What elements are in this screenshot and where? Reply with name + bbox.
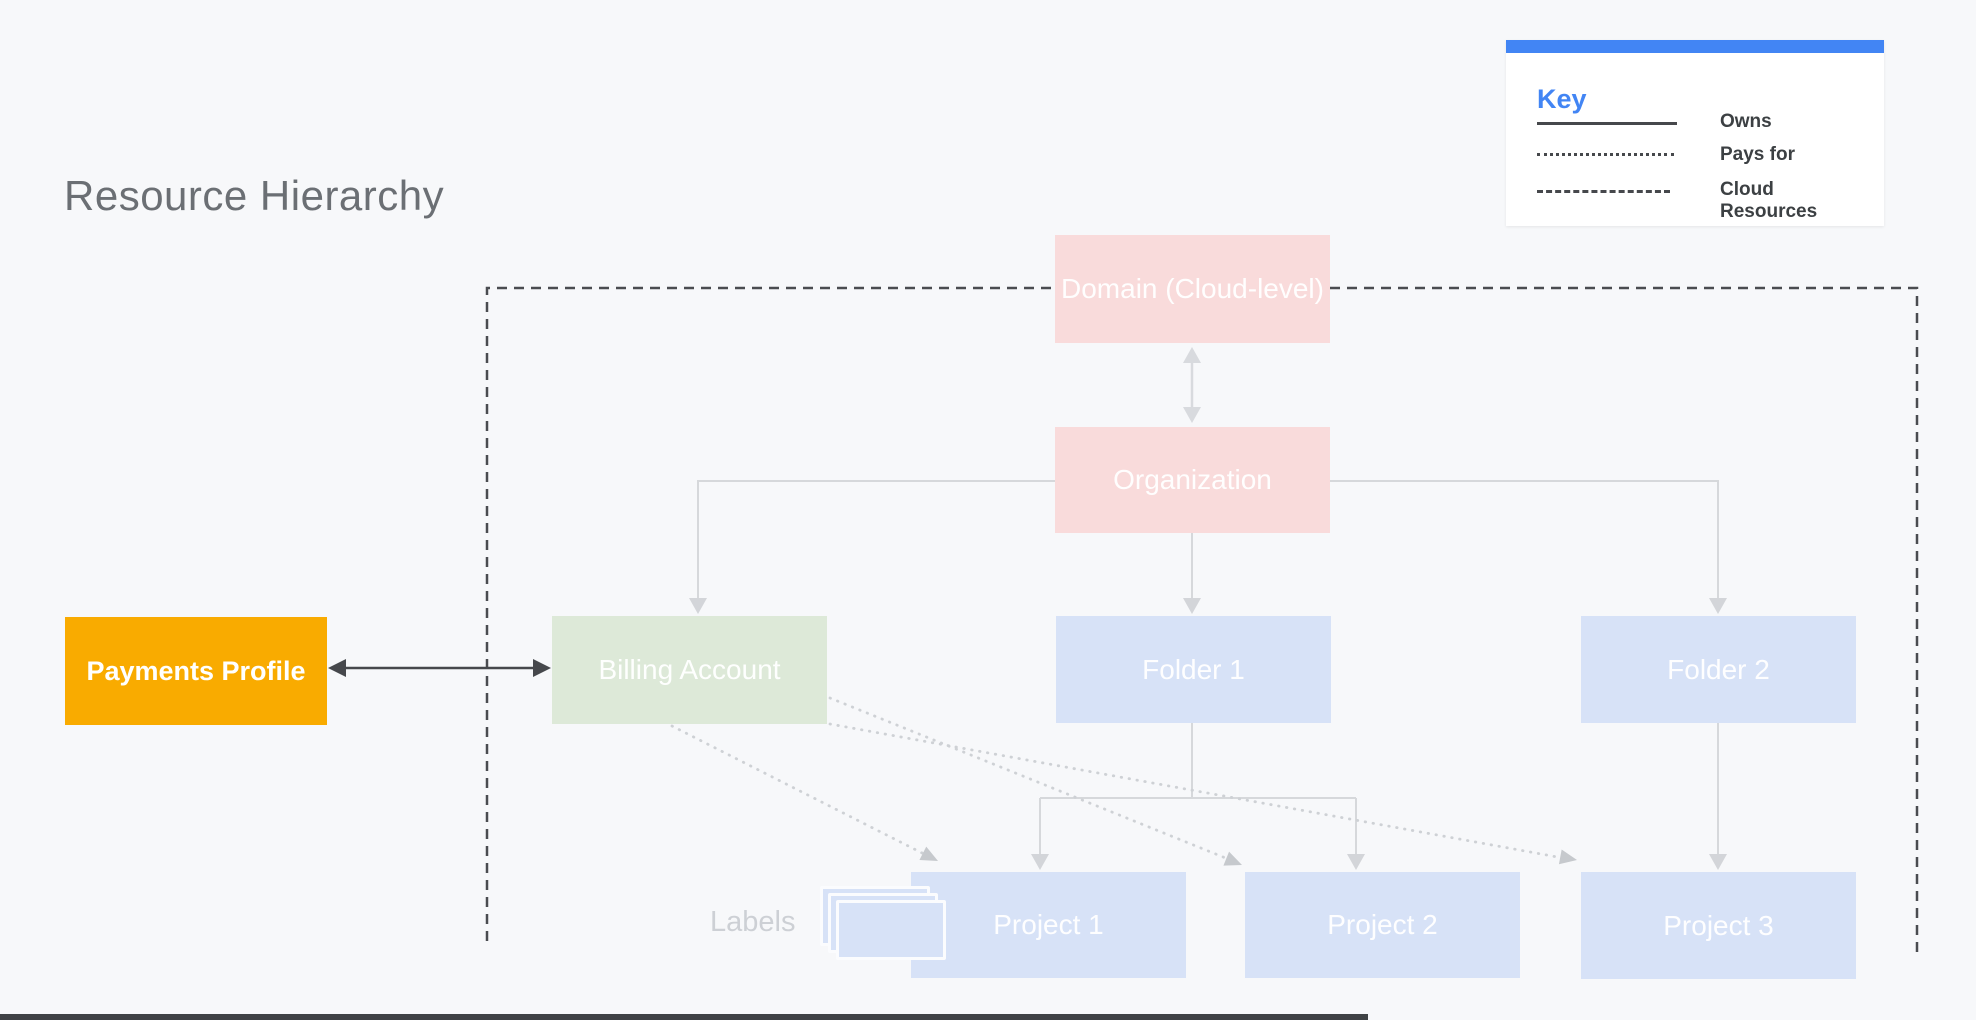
billing-account-node: Billing Account [552, 616, 827, 724]
legend-heading: Key [1537, 84, 1587, 114]
arrowhead-billing [689, 598, 707, 614]
arrowhead-project3 [1709, 854, 1727, 870]
pays-for-dotted-project1 [670, 724, 926, 856]
owns-connector-folder1-split [1039, 723, 1357, 856]
arrowhead-folder2 [1709, 598, 1727, 614]
dotted-arrowhead-project1 [919, 846, 938, 861]
legend-label-cloud-resources: Cloud Resources [1720, 179, 1818, 222]
cloud-resources-line-sample [1537, 190, 1670, 193]
organization-node: Organization [1055, 427, 1330, 533]
project2-node: Project 2 [1245, 872, 1520, 978]
domain-node: Domain (Cloud-level) [1055, 235, 1330, 343]
folder2-node: Folder 2 [1581, 616, 1856, 723]
legend-panel: Key Owns Pays for Cloud Resources [1506, 40, 1884, 226]
arrowhead-billing-dark [533, 659, 551, 677]
dotted-arrowhead-project2 [1223, 851, 1242, 866]
owns-connector-org-to-folder2 [1330, 480, 1719, 600]
arrowhead-domain [1183, 347, 1201, 363]
payments-profile-node: Payments Profile [65, 617, 327, 725]
dotted-arrowhead-project3 [1558, 849, 1577, 865]
labels-stack-icon [820, 886, 950, 966]
legend-label-pays-for: Pays for [1720, 144, 1795, 165]
owns-line-sample [1537, 122, 1677, 125]
project3-node: Project 3 [1581, 872, 1856, 979]
window-bottom-edge [0, 1014, 1368, 1020]
owns-connector-org-to-billing [697, 480, 1055, 600]
legend-label-owns: Owns [1720, 111, 1772, 132]
label-card-front-icon [836, 900, 946, 960]
arrowhead-organization [1183, 407, 1201, 423]
page-title: Resource Hierarchy [64, 172, 445, 219]
labels-caption: Labels [710, 906, 796, 938]
project1-node: Project 1 [911, 872, 1186, 978]
folder1-node: Folder 1 [1056, 616, 1331, 723]
legend-accent-bar [1506, 40, 1884, 53]
arrowhead-project2 [1347, 854, 1365, 870]
arrowhead-folder1 [1183, 598, 1201, 614]
pays-for-line-sample [1537, 153, 1674, 156]
pays-for-dotted-project2 [828, 696, 1230, 861]
arrowhead-payments [328, 659, 346, 677]
pays-for-dotted-project3 [828, 722, 1565, 860]
arrowhead-project1 [1031, 854, 1049, 870]
